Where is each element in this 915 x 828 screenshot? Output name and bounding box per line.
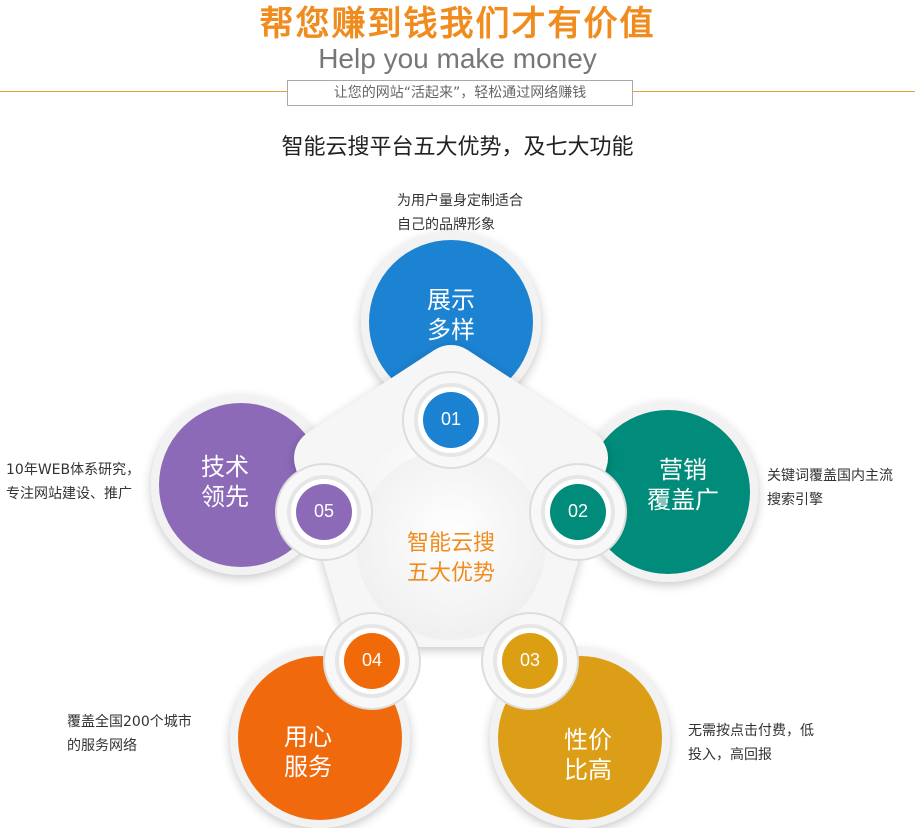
advantage-01-description: 为用户量身定制适合 自己的品牌形象 bbox=[397, 193, 523, 233]
center-label: 智能云搜 五大优势 bbox=[406, 531, 495, 586]
number-04: 04 bbox=[361, 650, 383, 670]
page-title: 帮您赚到钱我们才有价值 bbox=[259, 4, 656, 44]
page-title-english: Help you make money bbox=[318, 43, 597, 74]
advantage-03-label: 性价 比高 bbox=[564, 726, 612, 784]
advantage-02-description: 关键词覆盖国内主流 搜索引擎 bbox=[767, 468, 893, 508]
number-01: 01 bbox=[440, 409, 462, 429]
number-05: 05 bbox=[313, 501, 335, 521]
advantage-02-label: 营销 覆盖广 bbox=[647, 456, 719, 514]
number-03: 03 bbox=[519, 650, 541, 670]
num-dot-05 bbox=[296, 484, 352, 540]
section-subtitle: 智能云搜平台五大优势，及七大功能 bbox=[281, 135, 634, 160]
num-dot-01 bbox=[423, 392, 479, 448]
advantage-04-description: 覆盖全国200个城市 的服务网络 bbox=[67, 714, 192, 754]
advantage-01-label: 展示 多样 bbox=[427, 286, 475, 344]
advantage-05-description: 10年WEB体系研究， 专注网站建设、推广 bbox=[6, 462, 141, 502]
num-dot-03 bbox=[502, 633, 558, 689]
number-02: 02 bbox=[567, 501, 589, 521]
central-hub bbox=[294, 345, 608, 647]
num-dot-02 bbox=[550, 484, 606, 540]
advantage-03-description: 无需按点击付费，低 投入，高回报 bbox=[688, 723, 814, 763]
number-rings bbox=[275, 371, 627, 710]
num-dot-04 bbox=[344, 633, 400, 689]
advantage-04-label: 用心 服务 bbox=[284, 723, 332, 781]
advantage-05-label: 技术 领先 bbox=[201, 453, 249, 511]
tagline-box: 让您的网站“活起来”，轻松通过网络赚钱 bbox=[287, 80, 633, 106]
